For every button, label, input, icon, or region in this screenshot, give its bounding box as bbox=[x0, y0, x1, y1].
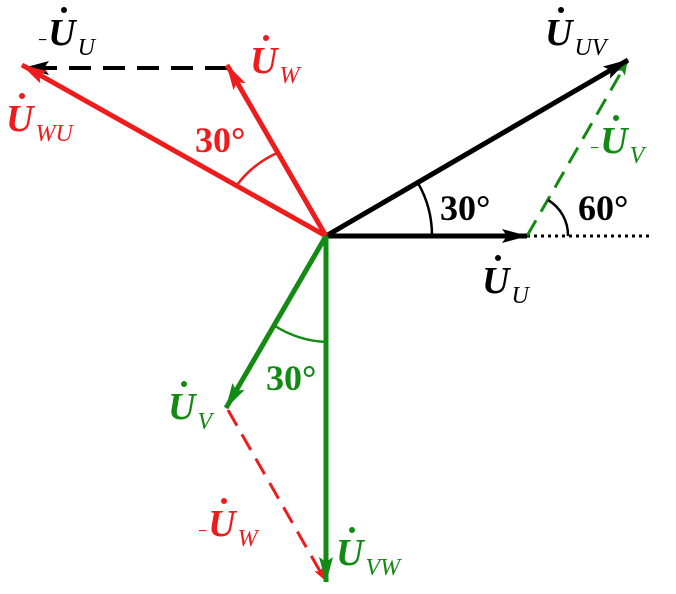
angle-label-30-red: 30° bbox=[195, 120, 246, 160]
angle-label-60-black: 60° bbox=[578, 188, 629, 228]
label-neg-u-u: −UU bbox=[38, 7, 95, 60]
label-u-uv: UUV bbox=[545, 7, 606, 60]
phasor-dot-icon bbox=[262, 35, 269, 41]
label-u-u: UU bbox=[482, 255, 529, 308]
phasor-dot-icon bbox=[557, 7, 564, 13]
angle-label-30-green: 30° bbox=[266, 358, 317, 398]
angle-arc-30-black bbox=[416, 182, 434, 237]
angle-arc-60-black bbox=[547, 198, 570, 237]
label-u-v: UV bbox=[168, 381, 212, 434]
u-v-phasor bbox=[223, 234, 329, 410]
phasor-dot-icon bbox=[60, 7, 67, 13]
u-wu-phasor bbox=[20, 62, 328, 239]
phasor-dot-icon bbox=[220, 498, 227, 504]
u-uv-phasor bbox=[324, 57, 630, 239]
label-u-wu: UWU bbox=[6, 93, 73, 146]
phasor-dot-icon bbox=[348, 527, 355, 533]
angle-arc-30-green bbox=[274, 324, 327, 344]
neg-u-v-dashed-arrow bbox=[525, 61, 629, 237]
angle-label-30-black: 30° bbox=[440, 188, 491, 228]
phasor-dot-icon bbox=[494, 255, 501, 261]
label-neg-u-w: −UW bbox=[198, 498, 258, 551]
neg-u-w-dashed-arrow bbox=[226, 409, 327, 581]
label-u-w: UW bbox=[250, 35, 299, 88]
phasor-dot-icon bbox=[180, 381, 187, 387]
label-neg-u-v: −UV bbox=[590, 115, 644, 168]
phasor-dot-icon bbox=[612, 115, 619, 121]
u-w-phasor bbox=[224, 63, 329, 238]
phasor-dot-icon bbox=[18, 93, 25, 99]
label-u-vw: UVW bbox=[336, 527, 400, 580]
angle-arc-30-red bbox=[236, 151, 278, 186]
